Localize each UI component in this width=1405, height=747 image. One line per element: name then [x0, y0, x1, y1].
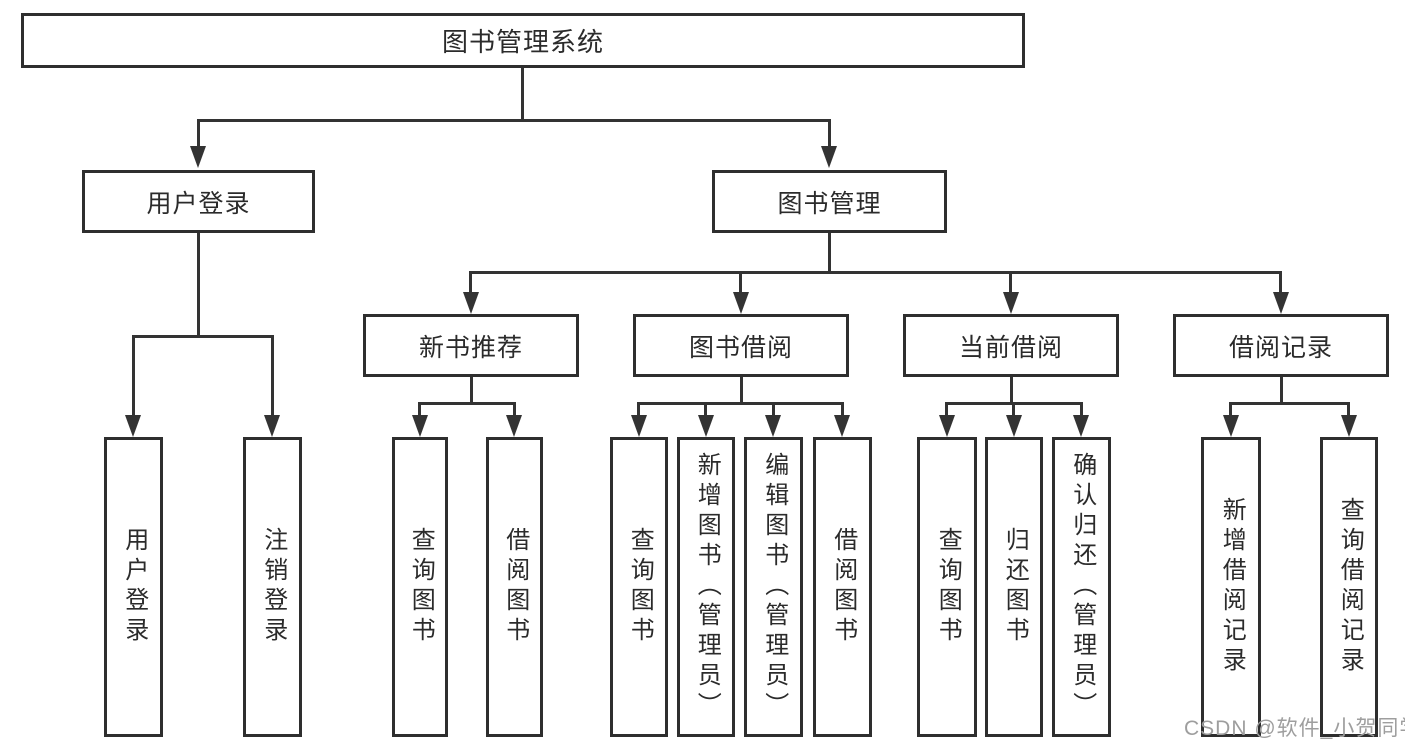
connector-stem: [1012, 402, 1015, 417]
leaf-recommend-borrow-books: 借阅图书: [486, 437, 543, 737]
connector-level2-bus: [197, 119, 831, 122]
arrowhead-icon: [821, 146, 837, 168]
leaf-label: 编辑图书（管理员）: [760, 452, 788, 722]
arrowhead-icon: [631, 415, 647, 437]
leaf-current-return-books: 归还图书: [985, 437, 1043, 737]
leaf-label: 注销登录: [259, 527, 287, 647]
connector-current-stub: [1010, 375, 1013, 405]
leaf-current-confirm-return-admin: 确认归还（管理员）: [1052, 437, 1111, 737]
connector-stem: [1080, 402, 1083, 417]
connector-stem-leaf-login: [132, 335, 135, 419]
arrowhead-icon: [1273, 292, 1289, 314]
leaf-label: 查询图书: [407, 527, 435, 647]
leaf-label: 确认归还（管理员）: [1068, 452, 1096, 722]
node-label: 用户登录: [146, 189, 251, 218]
leaf-label: 借阅图书: [501, 527, 529, 647]
node-book-borrowing: 图书借阅: [633, 314, 849, 377]
node-book-management: 图书管理: [712, 170, 947, 233]
arrowhead-icon: [264, 415, 280, 437]
arrowhead-icon: [765, 415, 781, 437]
connector-stem: [1229, 402, 1232, 417]
node-user-login: 用户登录: [82, 170, 315, 233]
leaf-label: 借阅图书: [829, 527, 857, 647]
leaf-borrowing-edit-books-admin: 编辑图书（管理员）: [744, 437, 803, 737]
connector-stem: [418, 402, 421, 417]
arrowhead-icon: [412, 415, 428, 437]
csdn-watermark: CSDN @软件_小贺同学: [1184, 717, 1405, 740]
leaf-label: 查询图书: [626, 527, 654, 647]
connector-records-bus: [1229, 402, 1350, 405]
connector-stem: [513, 402, 516, 417]
node-label: 新书推荐: [418, 333, 523, 362]
arrowhead-icon: [125, 415, 141, 437]
node-label: 图书借阅: [688, 333, 793, 362]
connector-borrowing-bus: [637, 402, 844, 405]
connector-borrowing-stub: [740, 375, 743, 405]
leaf-label: 查询借阅记录: [1336, 497, 1364, 677]
connector-stem-book-management: [828, 119, 831, 149]
connector-root-stub: [521, 66, 524, 122]
leaf-label: 归还图书: [1001, 527, 1029, 647]
arrowhead-icon: [834, 415, 850, 437]
node-label: 图书管理: [777, 189, 882, 218]
arrowhead-icon: [698, 415, 714, 437]
leaf-recommend-query-books: 查询图书: [392, 437, 448, 737]
connector-book-management-stub: [828, 231, 831, 274]
connector-stem-records: [1279, 271, 1282, 297]
node-label: 借阅记录: [1228, 333, 1333, 362]
leaf-records-add-borrow-record: 新增借阅记录: [1201, 437, 1261, 737]
connector-stem: [637, 402, 640, 417]
arrowhead-icon: [463, 292, 479, 314]
connector-records-stub: [1280, 375, 1283, 405]
connector-recommend-bus: [419, 402, 516, 405]
node-new-book-recommendation: 新书推荐: [363, 314, 579, 377]
arrowhead-icon: [190, 146, 206, 168]
leaf-records-query-borrow-record: 查询借阅记录: [1320, 437, 1378, 737]
connector-stem: [772, 402, 775, 417]
arrowhead-icon: [939, 415, 955, 437]
arrowhead-icon: [1006, 415, 1022, 437]
connector-level3-bus: [470, 271, 1282, 274]
node-library-management-system: 图书管理系统: [21, 13, 1025, 68]
leaf-label: 查询图书: [934, 527, 962, 647]
connector-stem-leaf-logout: [271, 335, 274, 419]
connector-stem: [841, 402, 844, 417]
arrowhead-icon: [1223, 415, 1239, 437]
leaf-borrowing-query-books: 查询图书: [610, 437, 668, 737]
leaf-current-query-books: 查询图书: [917, 437, 977, 737]
connector-stem-current: [1009, 271, 1012, 297]
connector-stem-user-login: [197, 119, 200, 149]
leaf-label: 新增借阅记录: [1218, 497, 1246, 677]
connector-stem: [1347, 402, 1350, 417]
arrowhead-icon: [733, 292, 749, 314]
connector-stem-recommend: [469, 271, 472, 297]
arrowhead-icon: [1073, 415, 1089, 437]
connector-user-login-stub: [197, 231, 200, 338]
connector-recommend-stub: [470, 375, 473, 405]
connector-stem: [945, 402, 948, 417]
leaf-user-login: 用户登录: [104, 437, 163, 737]
leaf-borrowing-add-books-admin: 新增图书（管理员）: [677, 437, 735, 737]
node-label: 当前借阅: [958, 333, 1063, 362]
arrowhead-icon: [506, 415, 522, 437]
connector-user-login-bus: [132, 335, 274, 338]
node-borrowing-records: 借阅记录: [1173, 314, 1389, 377]
node-label: 图书管理系统: [441, 27, 604, 57]
leaf-label: 用户登录: [120, 527, 148, 647]
leaf-logout: 注销登录: [243, 437, 302, 737]
leaf-label: 新增图书（管理员）: [693, 452, 721, 722]
arrowhead-icon: [1341, 415, 1357, 437]
connector-stem-borrowing: [739, 271, 742, 297]
arrowhead-icon: [1003, 292, 1019, 314]
leaf-borrowing-borrow-books: 借阅图书: [813, 437, 872, 737]
node-current-borrowing: 当前借阅: [903, 314, 1119, 377]
connector-stem: [704, 402, 707, 417]
